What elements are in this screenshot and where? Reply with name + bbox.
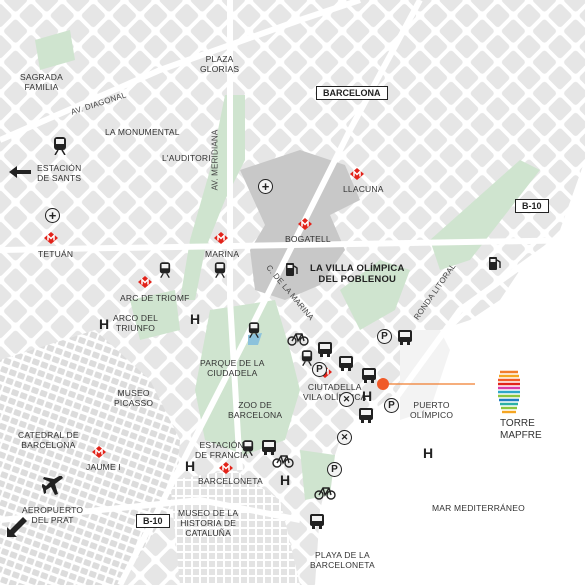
train-icon[interactable] (214, 262, 226, 278)
airplane-icon[interactable] (42, 476, 64, 496)
label-barceloneta: BARCELONETA (198, 476, 263, 486)
label-arc-triomf: ARC DE TRIOMF (120, 293, 190, 303)
hospital-icon[interactable]: H (423, 445, 434, 461)
park-arc-triomf (130, 290, 180, 340)
label-museo-historia: MUSEO DE LA HISTORIA DE CATALUÑA (178, 508, 239, 538)
hospital-icon[interactable]: H (362, 388, 373, 404)
parking-icon[interactable]: P (384, 398, 399, 413)
train-icon[interactable] (301, 350, 313, 366)
train-icon[interactable] (159, 262, 171, 278)
bicycle-icon[interactable] (314, 486, 336, 500)
metro-tetuan-icon[interactable] (44, 232, 58, 244)
label-catedral: CATEDRAL DE BARCELONA (18, 430, 79, 450)
torre-mapfre-marker[interactable] (377, 378, 389, 390)
park-coast (340, 260, 410, 330)
label-la-monumental: LA MONUMENTAL (105, 127, 180, 137)
old-town (0, 330, 180, 585)
port-olimpic (400, 330, 450, 420)
box-barcelona: BARCELONA (316, 86, 388, 100)
label-estacion-francia: ESTACIÓN DE FRANCIA (195, 440, 249, 460)
label-sagrada-familia: SAGRADA FAMILIA (20, 72, 63, 92)
label-jaume-i: JAUME I (86, 462, 121, 472)
train-icon[interactable] (248, 322, 260, 338)
label-llacuna: LLACUNA (343, 184, 384, 194)
hospital-icon[interactable]: H (190, 311, 201, 327)
label-bogatell: BOGATELL (285, 234, 331, 244)
arrow-left-icon[interactable] (9, 166, 31, 178)
parking-icon[interactable]: P (312, 362, 327, 377)
label-tetuan: TETUÁN (38, 249, 74, 259)
metro-barceloneta-icon[interactable] (219, 462, 233, 474)
bus-icon[interactable] (339, 356, 353, 371)
bus-icon[interactable] (398, 330, 412, 345)
torre-mapfre-icon (498, 370, 520, 414)
hospital-icon[interactable]: H (185, 458, 196, 474)
label-parque-ciudadela: PARQUE DE LA CIUDADELA (200, 358, 265, 378)
gas-station-icon[interactable] (489, 256, 501, 270)
metro-bogatell-icon[interactable] (298, 218, 312, 230)
bus-icon[interactable] (318, 342, 332, 357)
park-sagrada (35, 30, 75, 70)
bus-icon[interactable] (262, 440, 276, 455)
sea (315, 160, 585, 585)
hospital-icon[interactable]: H (99, 316, 110, 332)
train-icon[interactable] (242, 440, 254, 456)
label-puerto-olimpico: PUERTO OLÍMPICO (410, 400, 454, 420)
bicycle-icon[interactable] (272, 454, 294, 468)
gas-station-icon[interactable] (286, 262, 298, 276)
label-ciutadella-vila-olimpica: CIUTADELLA VILA OLÍMPICA (303, 382, 366, 402)
box-b10-bottom: B-10 (136, 514, 170, 528)
label-lauditori: L'AUDITORI (162, 153, 211, 163)
fountain (248, 333, 262, 345)
label-estacion-sants: ESTACIÓN DE SANTS (37, 163, 82, 183)
medical-cross-icon[interactable]: + (45, 208, 60, 223)
parking-icon[interactable]: P (327, 462, 342, 477)
label-villa-olimpica: LA VILLA OLÍMPICA DEL POBLENOU (310, 263, 405, 285)
label-plaza-glorias: PLAZA GLORIAS (200, 54, 240, 74)
restroom-icon[interactable]: ✕ (339, 392, 354, 407)
bicycle-icon[interactable] (287, 332, 309, 346)
parking-icon[interactable]: P (377, 329, 392, 344)
label-torre-mapfre: TORRE MAPFRE (500, 418, 542, 441)
metro-jaume-i-icon[interactable] (92, 446, 106, 458)
metro-arc-triomf-icon[interactable] (138, 276, 152, 288)
label-zoo: ZOO DE BARCELONA (228, 400, 283, 420)
bus-icon[interactable] (359, 408, 373, 423)
label-museo-picasso: MUSEO PICASSO (114, 388, 154, 408)
bus-icon[interactable] (310, 514, 324, 529)
parque-ciudadela (195, 300, 300, 455)
label-mar-mediterraneo: MAR MEDITERRÁNEO (432, 503, 525, 513)
hospital-icon[interactable]: H (280, 472, 291, 488)
metro-marina-icon[interactable] (214, 232, 228, 244)
metro-llacuna-icon[interactable] (350, 168, 364, 180)
label-arco-triunfo: ARCO DEL TRIUNFO (113, 313, 159, 333)
label-aeropuerto: AEROPUERTO DEL PRAT (22, 505, 84, 525)
arrow-down-left-icon[interactable] (7, 517, 27, 537)
label-playa-barceloneta: PLAYA DE LA BARCELONETA (310, 550, 375, 570)
medical-cross-icon[interactable]: + (258, 179, 273, 194)
bus-icon[interactable] (362, 368, 376, 383)
train-icon[interactable] (53, 137, 67, 155)
box-b10-top: B-10 (515, 199, 549, 213)
street-av-meridiana: AV. MERIDIANA (210, 129, 220, 191)
restroom-icon[interactable]: ✕ (337, 430, 352, 445)
label-marina: MARINA (205, 249, 240, 259)
